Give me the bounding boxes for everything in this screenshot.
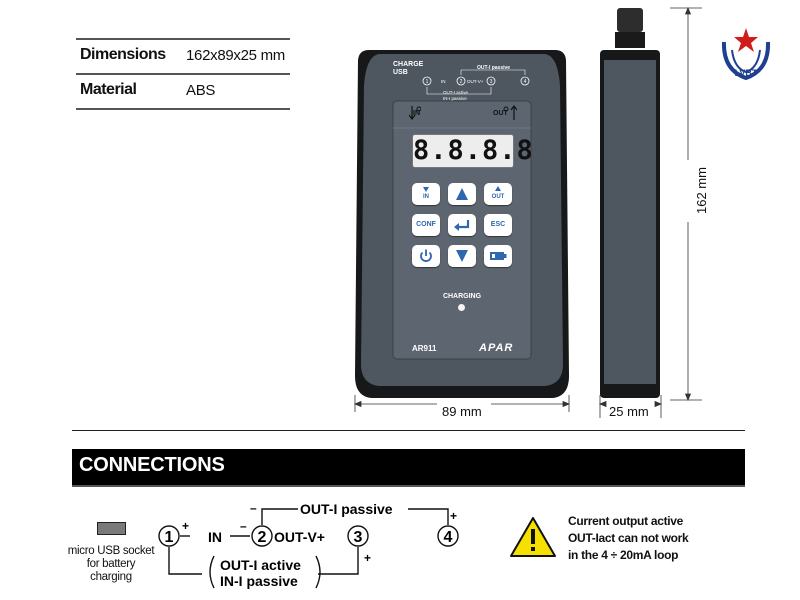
- company-logo: LVBT: [721, 28, 771, 81]
- enter-icon: [454, 220, 470, 231]
- height-dimension: 162 mm: [694, 167, 709, 214]
- width-dimension: 89 mm: [442, 404, 482, 419]
- model-label: AR911: [412, 344, 437, 353]
- charge-usb-label: CHARGE USB: [393, 61, 424, 76]
- spec-row-dimensions: Dimensions 162x89x25 mm: [76, 38, 290, 75]
- spec-row-material: Material ABS: [76, 75, 290, 110]
- device-side-view: [600, 46, 660, 398]
- out-i-passive-label: OUT-I passive: [300, 501, 393, 517]
- charging-label: CHARGING: [442, 293, 482, 300]
- brand-logo: APAR: [479, 342, 514, 354]
- out-arrow-icon: [503, 105, 517, 120]
- device-front-view: 1 2 3 4 CHARGE USB 1 2 3 4 IN OUT-V+ OUT…: [353, 46, 571, 402]
- connections-title: CONNECTIONS: [79, 454, 225, 476]
- wiring-out-i-active: OUT-I active: [443, 90, 469, 95]
- warning-text: Current output active OUT-Iact can not w…: [568, 514, 689, 562]
- up-key[interactable]: [448, 183, 476, 205]
- triangle-down-icon: [456, 250, 468, 262]
- out-key[interactable]: OUT: [484, 183, 512, 205]
- wiring-n2: 2: [460, 79, 463, 85]
- power-icon: [420, 249, 432, 262]
- spec-label: Material: [80, 81, 137, 98]
- arrow-up-icon: [495, 186, 501, 191]
- wiring-in-i-passive: IN-I passive: [443, 96, 467, 101]
- terminal-3: 3: [354, 529, 363, 546]
- enter-key[interactable]: [448, 214, 476, 236]
- section-divider: [72, 430, 745, 431]
- charging-led: [458, 304, 465, 311]
- battery-icon: [490, 252, 507, 260]
- depth-dimension: 25 mm: [609, 404, 649, 419]
- wiring-out-v: OUT-V+: [467, 79, 484, 84]
- wiring-out-i-passive: OUT-I passive: [477, 65, 510, 71]
- in-i-passive-label: IN-I passive: [220, 573, 298, 589]
- terminal-1: 1: [165, 529, 174, 546]
- terminal-2: 2: [258, 529, 267, 546]
- connections-header: CONNECTIONS: [72, 449, 745, 487]
- power-key[interactable]: [412, 245, 440, 267]
- spec-value: 162x89x25 mm: [186, 47, 285, 64]
- terminal-4: 4: [444, 529, 453, 546]
- in-terminal-label: IN: [208, 529, 222, 545]
- lcd-display: 8.8.8.8: [412, 134, 534, 168]
- usb-socket-label: micro USB socket for battery charging: [67, 545, 155, 583]
- minus-sign: –: [240, 519, 247, 533]
- conf-key[interactable]: CONF: [412, 214, 440, 236]
- out-label: OUT: [493, 110, 508, 117]
- side-connector: [615, 8, 645, 48]
- esc-key[interactable]: ESC: [484, 214, 512, 236]
- wiring-n4: 4: [524, 79, 527, 85]
- out-v-label: OUT-V+: [274, 529, 325, 545]
- out-i-active-label: OUT-I active: [220, 557, 301, 573]
- connection-diagram: 1 2 3 4 IN OUT-V+ OUT-I passive OUT-I ac…: [158, 501, 459, 589]
- in-arrow-icon: [409, 106, 421, 120]
- spec-label: Dimensions: [80, 46, 166, 63]
- plus-sign: +: [450, 509, 457, 523]
- minus-sign: –: [250, 501, 257, 515]
- usb-socket-icon: [97, 522, 126, 535]
- in-label: IN: [413, 110, 420, 117]
- arrow-down-icon: [423, 187, 429, 192]
- wiring-in: IN: [441, 79, 446, 84]
- svg-text:LVBT: LVBT: [735, 68, 758, 78]
- battery-key[interactable]: [484, 245, 512, 267]
- down-key[interactable]: [448, 245, 476, 267]
- plus-sign: +: [182, 519, 189, 533]
- warning-triangle-icon: [510, 517, 556, 557]
- triangle-up-icon: [456, 188, 468, 200]
- spec-table: Dimensions 162x89x25 mm Material ABS: [76, 38, 290, 110]
- wiring-n3: 3: [490, 79, 493, 85]
- top-wiring-diagram: 1 2 3 4 IN OUT-V+ OUT-I passive OUT-I ac…: [422, 65, 530, 101]
- spec-value: ABS: [186, 82, 216, 99]
- in-key[interactable]: IN: [412, 183, 440, 205]
- wiring-n1: 1: [426, 79, 429, 85]
- out-key-label: OUT: [491, 194, 505, 200]
- plus-sign: +: [364, 551, 371, 565]
- in-key-label: IN: [423, 194, 429, 200]
